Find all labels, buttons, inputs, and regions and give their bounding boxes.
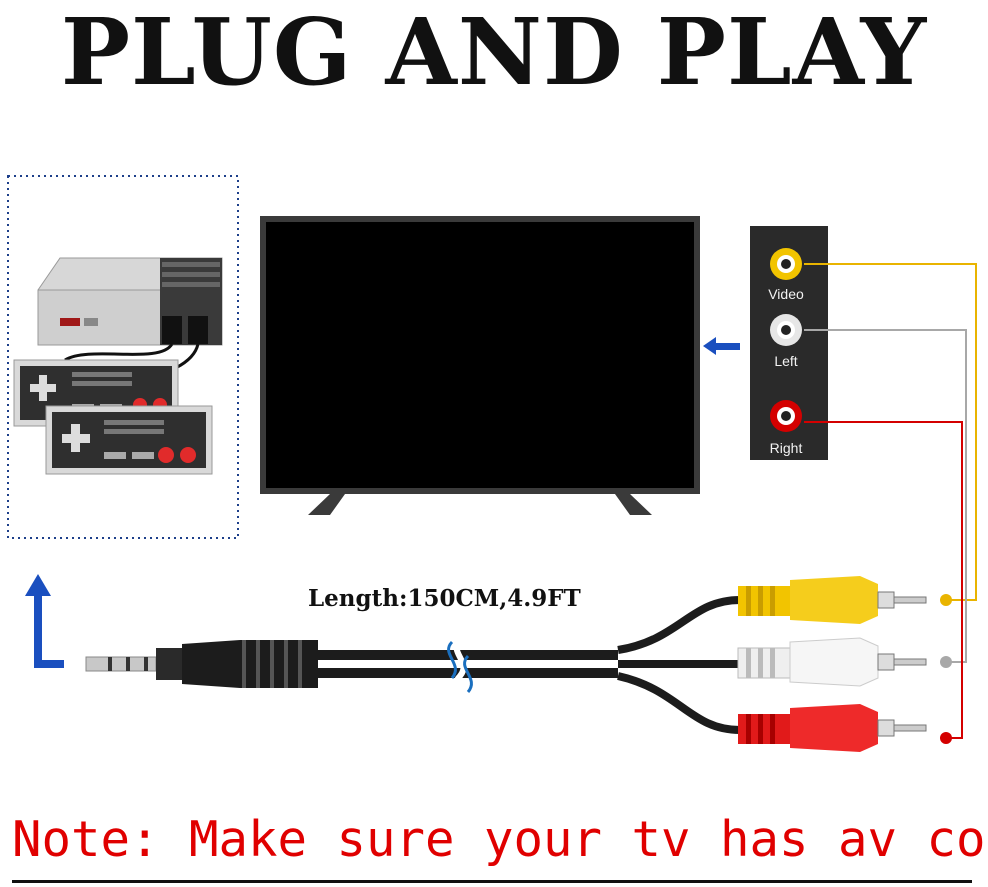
red-rca-plug-icon <box>738 704 927 752</box>
red-wire <box>804 421 963 739</box>
av-cable-icon <box>85 596 741 734</box>
yellow-rca-plug-icon <box>738 576 927 624</box>
yellow-port-icon <box>770 248 802 280</box>
port-label-right: Right <box>769 440 803 456</box>
red-dot-icon <box>940 732 952 744</box>
note-text: Note: Make sure your tv has av connectio… <box>12 811 988 868</box>
white-rca-plug-icon <box>737 637 927 687</box>
yellow-dot-icon <box>940 594 952 606</box>
arrow-left-icon <box>703 337 740 355</box>
gray-wire <box>804 329 967 663</box>
console-dotted-frame <box>7 175 239 539</box>
red-port-icon <box>770 400 802 432</box>
arrow-up-icon <box>25 574 64 668</box>
cable-length-label: Length:150CM,4.9FT <box>308 585 581 612</box>
controller-icon <box>45 405 213 475</box>
gray-dot-icon <box>940 656 952 668</box>
note-underline <box>12 880 972 883</box>
game-console-icon <box>37 257 223 401</box>
page-title: PLUG AND PLAY <box>60 0 928 106</box>
television-icon <box>260 216 700 515</box>
port-label-video: Video <box>768 286 804 302</box>
yellow-wire <box>804 263 977 601</box>
white-port-icon <box>770 314 802 346</box>
port-label-left: Left <box>774 353 798 369</box>
